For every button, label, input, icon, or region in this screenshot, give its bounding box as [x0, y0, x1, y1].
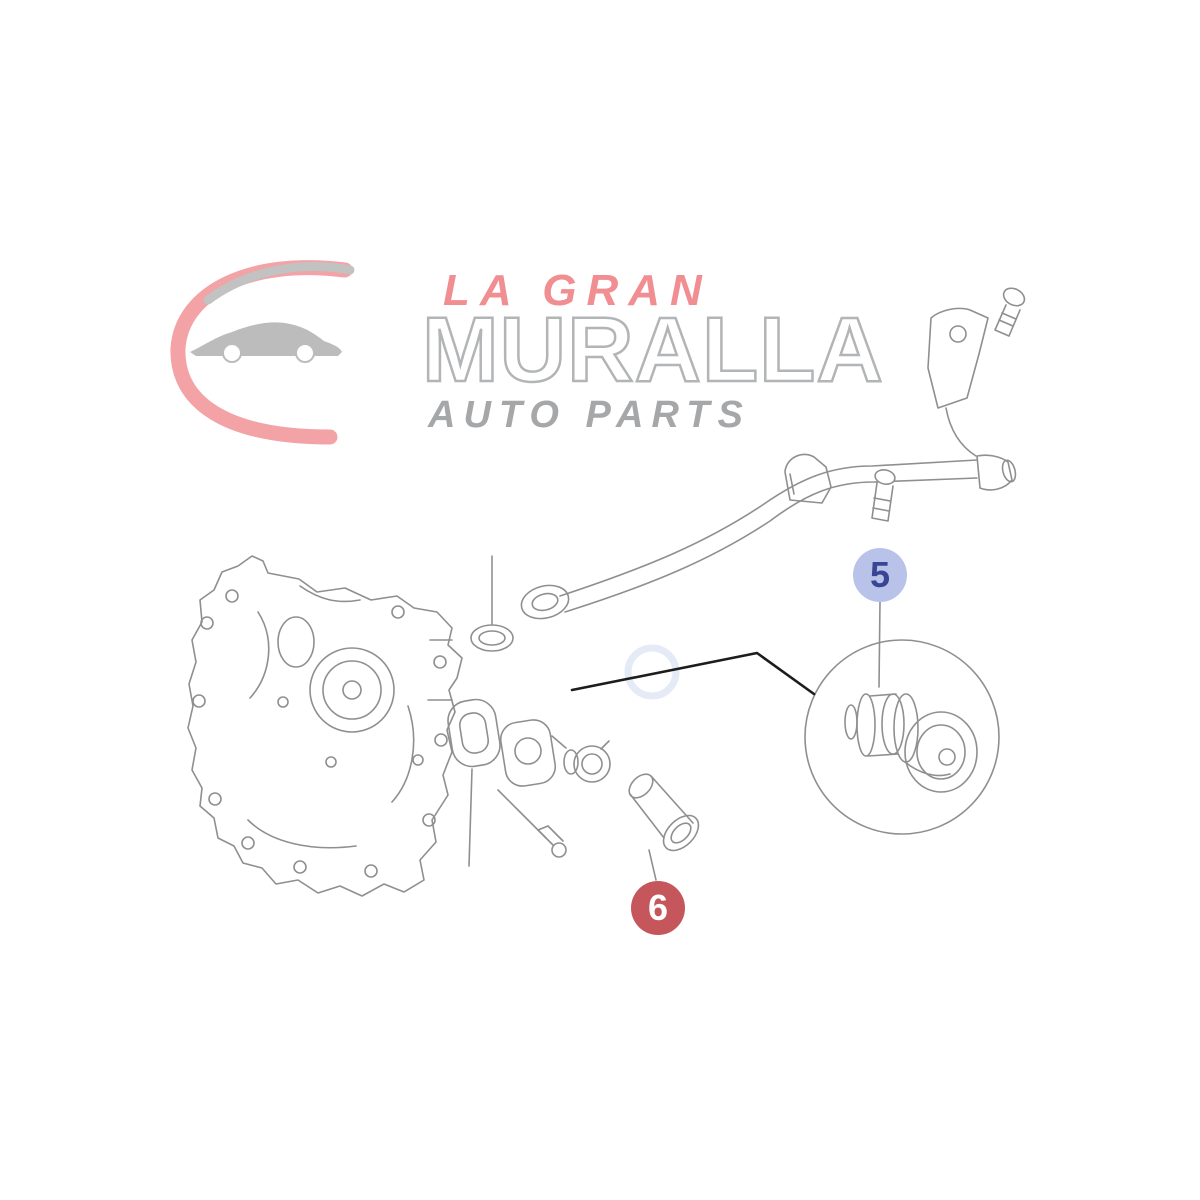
bolt-middle-icon	[871, 469, 896, 522]
bolt-small-icon	[537, 825, 567, 858]
assembly-leader-lines	[468, 768, 547, 867]
callout-5-badge: 5	[853, 548, 907, 602]
callout-6-line	[648, 849, 657, 881]
thermostat-small-drawing	[563, 740, 611, 783]
mounting-bracket-drawing	[927, 307, 989, 457]
callout-6-label: 6	[647, 887, 669, 928]
callout-5-line	[878, 601, 881, 688]
timing-cover-drawing	[187, 555, 463, 897]
thermostat-detail-drawing	[804, 639, 1000, 835]
thermostat-gasket-drawing	[447, 698, 501, 768]
callout-5-label: 5	[869, 554, 891, 595]
watermark-ring	[624, 644, 680, 700]
thermostat-housing-drawing	[499, 719, 567, 787]
coolant-pipe-drawing	[470, 454, 1017, 652]
water-outlet-drawing	[628, 773, 700, 852]
pipe-clamp-drawing	[784, 453, 832, 504]
detail-leader-line	[570, 651, 816, 696]
callout-6-badge: 6	[631, 881, 685, 935]
bolt-top-icon	[994, 287, 1026, 337]
